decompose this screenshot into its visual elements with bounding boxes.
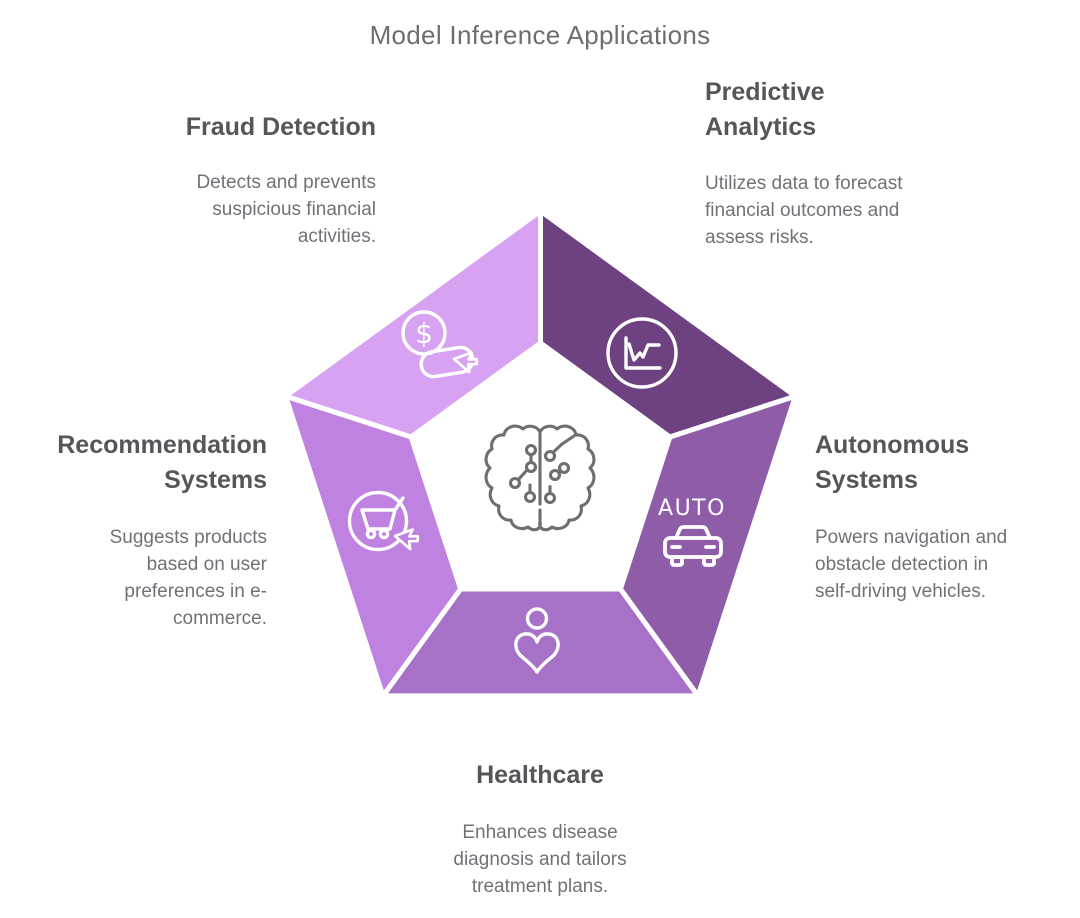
section-title-predictive-analytics: Predictive Analytics bbox=[705, 78, 825, 141]
section-description-healthcare: Enhances disease diagnosis and tailors t… bbox=[453, 822, 627, 897]
cursor-arrow-icon bbox=[393, 528, 420, 551]
cursor-arrow-icon bbox=[452, 351, 479, 374]
cart-click-icon bbox=[347, 490, 420, 552]
section-title-fraud-detection: Fraud Detection bbox=[185, 113, 376, 141]
dollar-click-icon: $ bbox=[401, 310, 479, 379]
patient-heart-icon bbox=[514, 607, 560, 674]
section-description-autonomous-systems: Powers navigation and obstacle detection… bbox=[815, 527, 1008, 602]
ai-brain-icon bbox=[484, 424, 596, 532]
car-icon: AUTO bbox=[658, 496, 726, 567]
section-description-fraud-detection: Detects and prevents suspicious financia… bbox=[196, 172, 376, 247]
section-label-fraud-detection: Fraud Detection Detects and prevents sus… bbox=[126, 110, 376, 251]
dollar-glyph: $ bbox=[415, 317, 433, 350]
section-label-autonomous-systems: Autonomous Systems Powers navigation and… bbox=[815, 428, 1065, 606]
section-label-predictive-analytics: Predictive Analytics Utilizes data to fo… bbox=[705, 75, 955, 252]
section-title-autonomous-systems: Autonomous Systems bbox=[815, 431, 970, 494]
section-description-predictive-analytics: Utilizes data to forecast financial outc… bbox=[705, 173, 903, 248]
section-label-healthcare: Healthcare Enhances disease diagnosis an… bbox=[390, 758, 690, 901]
section-label-recommendation-systems: Recommendation Systems Suggests products… bbox=[27, 428, 267, 633]
page-title: Model Inference Applications bbox=[369, 20, 711, 50]
section-description-recommendation-systems: Suggests products based on user preferen… bbox=[109, 527, 267, 629]
auto-label: AUTO bbox=[658, 496, 726, 521]
section-title-recommendation-systems: Recommendation Systems bbox=[57, 431, 267, 494]
segment-recommendation-systems bbox=[281, 392, 464, 702]
section-title-healthcare: Healthcare bbox=[476, 761, 604, 789]
line-chart-icon bbox=[606, 317, 678, 389]
